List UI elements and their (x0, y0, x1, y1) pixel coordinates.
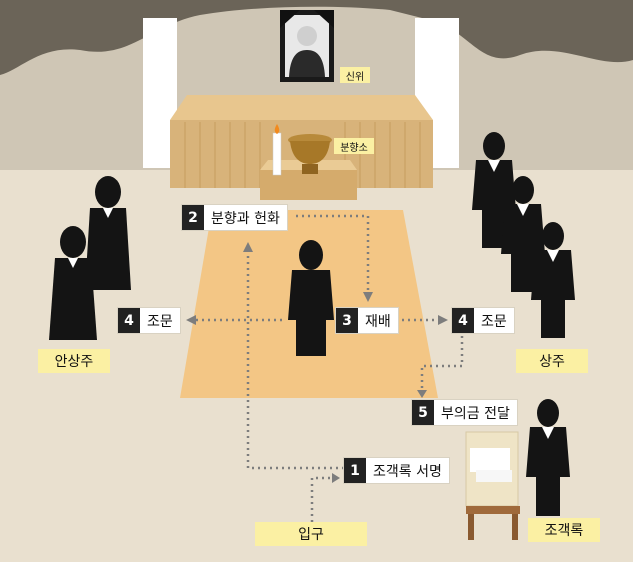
path-guestbook-to-altar (246, 252, 344, 470)
flow-path (196, 214, 464, 528)
label-entrance: 입구 (255, 522, 367, 546)
arrowhead-2 (243, 242, 253, 252)
step-text: 조객록 서명 (373, 463, 442, 480)
label-ansangju: 안상주 (38, 349, 110, 373)
altar-grooves (184, 122, 421, 188)
step-number: 5 (412, 400, 434, 425)
visitor-figure (288, 240, 334, 356)
step-1-guestbook-sign: 1 조객록 서명 (344, 458, 449, 483)
label-guestbook: 조객록 (528, 518, 600, 542)
path-altar-to-bow (296, 214, 370, 292)
incense-burner-base (302, 164, 318, 174)
label-sangju: 상주 (516, 349, 588, 373)
mourning-ribbon-left (280, 10, 300, 28)
mourning-ribbon-right (314, 10, 334, 28)
guestbook-paper-2 (476, 470, 512, 482)
guestbook-table-leg-left (468, 514, 474, 540)
guestbook-paper (470, 448, 510, 472)
step-number: 1 (344, 458, 366, 483)
step-number: 3 (336, 308, 358, 333)
candle (272, 132, 282, 176)
label-bunhyangso: 분향소 (334, 138, 374, 154)
altar-top (170, 95, 433, 120)
step-number: 4 (118, 308, 140, 333)
candle-flame (274, 124, 280, 134)
step-4-condolence-left: 4 조문 (118, 308, 180, 333)
mourners-figures (49, 132, 575, 516)
shirt-collars (68, 160, 559, 439)
step-5-condolence-money: 5 부의금 전달 (412, 400, 517, 425)
path-entrance-to-guestbook (310, 476, 332, 528)
female-mourner-front (49, 226, 97, 340)
step-number: 4 (452, 308, 474, 333)
portrait-body (289, 50, 325, 77)
guestbook-attendant (526, 399, 570, 516)
step-text: 조문 (481, 313, 507, 330)
arrowhead-6 (417, 390, 427, 398)
flow-arrows (186, 242, 448, 483)
step-2-incense-flowers: 2 분향과 헌화 (182, 205, 287, 230)
step-text: 부의금 전달 (441, 405, 510, 422)
step-number: 2 (182, 205, 204, 230)
incense-burner (290, 141, 330, 164)
chief-mourner-3 (531, 222, 575, 338)
step-text: 조문 (147, 313, 173, 330)
guestbook-table-edge (466, 506, 520, 514)
label-sinwi: 신위 (340, 67, 370, 83)
arrowhead-3 (363, 292, 373, 302)
female-mourner-back (85, 176, 131, 290)
arrowhead-1 (332, 473, 340, 483)
portrait-head (297, 26, 317, 46)
path-sangju-to-condolence (420, 336, 464, 390)
arrowhead-4 (438, 315, 448, 325)
guestbook-table-leg-right (512, 514, 518, 540)
step-text: 재배 (365, 313, 391, 330)
step-text: 분향과 헌화 (211, 210, 280, 227)
arrowhead-5 (186, 315, 196, 325)
step-4-condolence-right: 4 조문 (452, 308, 514, 333)
step-3-bow: 3 재배 (336, 308, 398, 333)
